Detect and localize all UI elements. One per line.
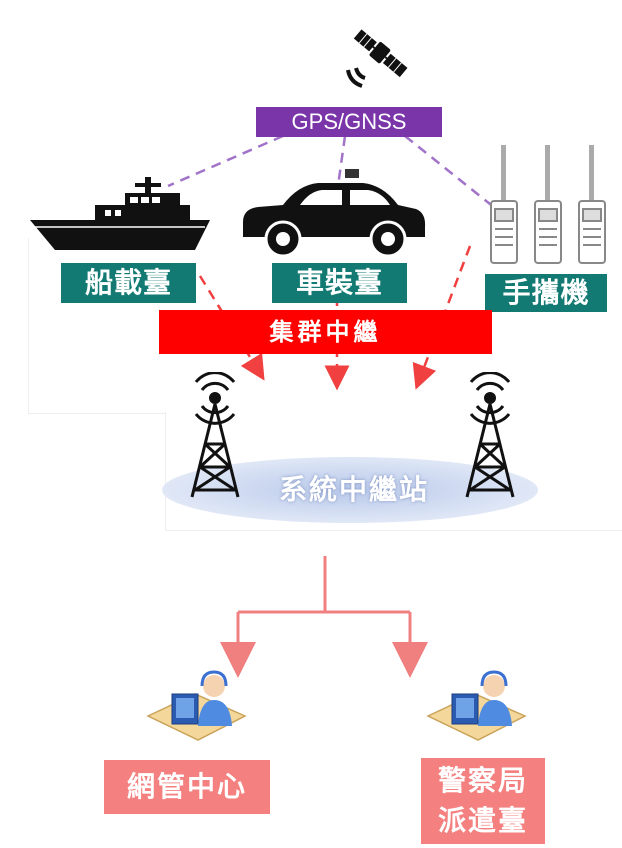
station-label: 系統中繼站	[278, 473, 429, 506]
terminal-label-handheld: 手攜機	[485, 274, 607, 312]
tower-icon-left	[190, 372, 240, 498]
terminal-label-boat: 船載臺	[61, 263, 196, 303]
boat-icon	[30, 177, 210, 250]
pink-connector	[220, 556, 428, 678]
operator-workstation-icon	[146, 670, 247, 741]
gps-gnss-label: GPS/GNSS	[256, 107, 442, 137]
tower-icon-right	[465, 372, 515, 498]
handheld-radio-icon	[490, 145, 606, 264]
car-icon	[243, 169, 426, 258]
satellite-icon	[346, 29, 408, 88]
endpoint-label-nms: 網管中心	[104, 760, 270, 814]
operator-workstation-icon	[426, 670, 527, 741]
endpoint-label-police-dispatch: 警察局 派遣臺	[421, 758, 545, 844]
endpoint-label-line2: 派遣臺	[437, 804, 528, 837]
terminal-label-car: 車裝臺	[272, 263, 407, 303]
station-ellipse	[162, 457, 538, 523]
gps-dashed-links	[167, 134, 496, 209]
trunk-relay-bar: 集群中繼	[159, 310, 492, 354]
endpoint-label-line1: 警察局	[437, 764, 528, 797]
